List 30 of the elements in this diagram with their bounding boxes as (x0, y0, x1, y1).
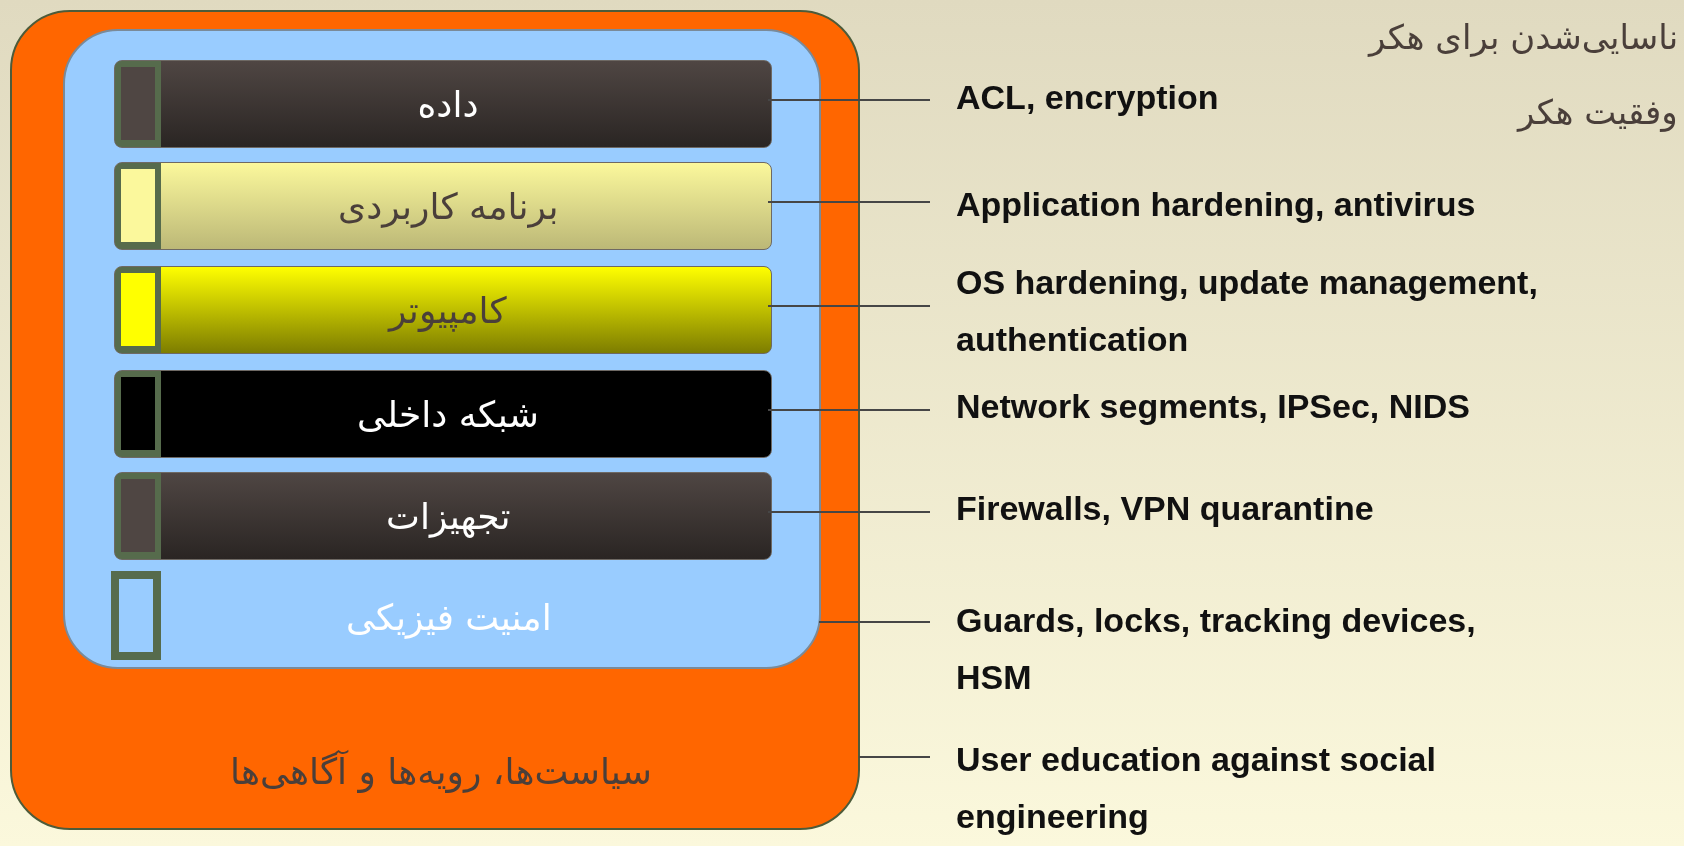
layer-box (10, 10, 860, 830)
control-text: User education against social engineering (956, 731, 1516, 845)
note-text: ناسایی‌شدن برای هکر (1369, 16, 1679, 59)
layer-label: شبکه داخلی (357, 393, 539, 437)
layer-box (63, 29, 821, 669)
layer-label: کامپیوتر (389, 289, 507, 333)
layer-bar (114, 162, 772, 250)
control-text: OS hardening, update management, authentication (956, 254, 1656, 368)
connector-line (858, 756, 931, 758)
connector-line (767, 409, 931, 411)
connector-line (818, 621, 931, 623)
connector-line (767, 511, 931, 513)
control-text: Network segments, IPSec, NIDS (956, 377, 1470, 435)
layer-bar (114, 266, 772, 354)
connector-line (767, 305, 931, 307)
control-text: Firewalls, VPN quarantine (956, 479, 1374, 537)
layer-label: سیاست‌ها، رویه‌ها و آگاهی‌ها (230, 750, 652, 794)
layer-bar (114, 370, 772, 458)
layer-bar (114, 472, 772, 560)
layer-label: داده (417, 83, 479, 127)
note-text: وفقیت هکر (1518, 91, 1678, 134)
control-text: ACL, encryption (956, 68, 1219, 126)
layer-bar (114, 60, 772, 148)
layer-label: تجهیزات (386, 495, 511, 539)
connector-line (767, 99, 931, 101)
control-text: Guards, locks, tracking devices, HSM (956, 592, 1516, 706)
layer-label: امنیت فیزیکی (346, 596, 552, 640)
connector-line (767, 201, 931, 203)
layer-label: برنامه کاربردی (338, 185, 559, 229)
control-text: Application hardening, antivirus (956, 175, 1476, 233)
